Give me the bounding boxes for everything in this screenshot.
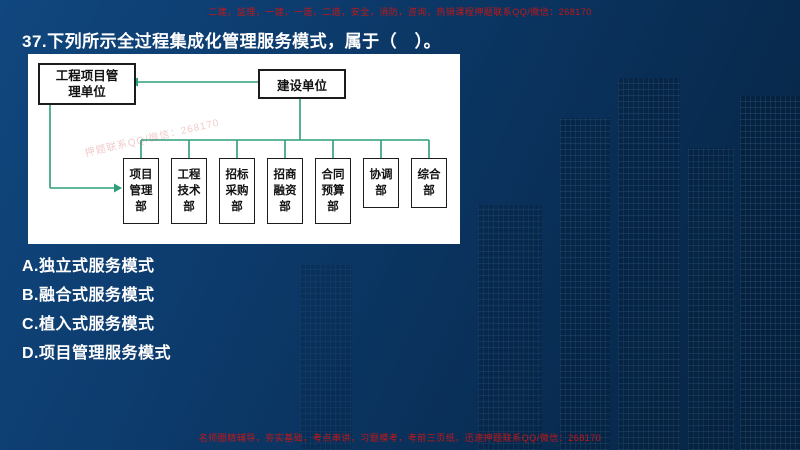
building-silhouette [478,205,542,450]
department-box: 综合 部 [411,158,447,208]
option-b: B.融合式服务模式 [22,287,155,304]
option-d: D.项目管理服务模式 [22,345,172,362]
department-box: 项目 管理 部 [123,158,159,224]
options-list: A.独立式服务模式 B.融合式服务模式 C.植入式服务模式 D.项目管理服务模式 [22,252,171,368]
department-box: 招商 融资 部 [267,158,303,224]
top-ad-text: 二建，监理，一建，一造，二造，安全，消防，咨询，热销课程押题联系QQ/微信：26… [208,7,592,17]
building-silhouette [688,148,734,450]
diagram-panel: 工程项目管 理单位 建设单位 项目 管理 部 工程 技术 部 招标 采购 部 招… [28,54,460,244]
question-text: 37.下列所示全过程集成化管理服务模式，属于（ ）。 [22,32,442,51]
building-silhouette [740,96,800,450]
manager-unit-box: 工程项目管 理单位 [38,63,136,105]
bottom-ad-text: 名师圈精辅导，夯实基础，考点串讲，习题模考，考前三页纸，迅速押题联系QQ/微信：… [198,433,602,443]
department-box: 工程 技术 部 [171,158,207,224]
owner-unit-box: 建设单位 [258,69,346,99]
building-silhouette [618,78,680,450]
option-c: C.植入式服务模式 [22,316,155,333]
department-box: 招标 采购 部 [219,158,255,224]
option-a: A.独立式服务模式 [22,258,155,275]
watermark-text: 押题联系QQ/微信：268170 [83,117,221,160]
building-silhouette [560,118,610,450]
department-box: 合同 预算 部 [315,158,351,224]
department-box: 协调 部 [363,158,399,208]
building-silhouette [300,265,352,450]
